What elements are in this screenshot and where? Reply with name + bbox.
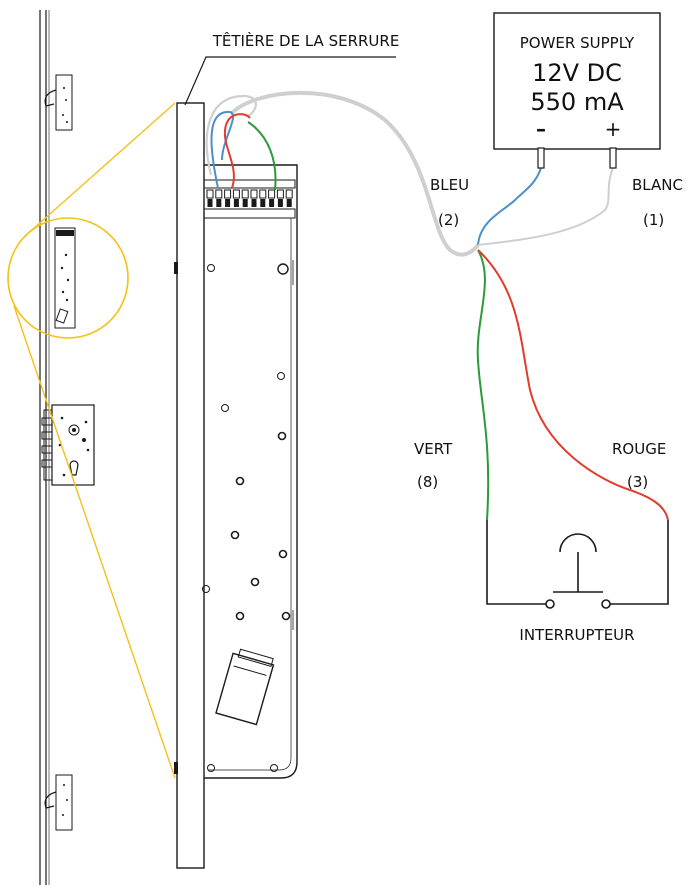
- power-supply-voltage: 12V DC: [532, 59, 622, 87]
- terminal-cell: [259, 189, 267, 199]
- terminal-cell: [241, 189, 249, 199]
- terminal-screw: [269, 199, 275, 207]
- terminal-screw: [225, 199, 231, 207]
- wire-name-red: ROUGE: [612, 440, 666, 458]
- terminal-screw: [233, 199, 239, 207]
- power-supply-box: POWER SUPPLY 12V DC 550 mA – +: [493, 12, 661, 169]
- terminal-cell: [206, 189, 214, 199]
- lock-case: [202, 164, 298, 779]
- terminal-screw: [216, 199, 222, 207]
- main-lock-body: [41, 404, 95, 486]
- faceplate-title: TÊTIÈRE DE LA SERRURE: [212, 31, 400, 50]
- terminal-block: [203, 179, 296, 219]
- terminal-screw: [277, 199, 283, 207]
- minus-terminal-label: –: [536, 117, 546, 141]
- minus-terminal: [537, 147, 545, 169]
- green-wire-lock: [247, 121, 277, 191]
- terminal-cell: [268, 189, 276, 199]
- red-wire-switch: [477, 249, 669, 521]
- green-wire-switch: [476, 249, 490, 521]
- terminal-cell: [232, 189, 240, 199]
- white-wire-cable: [230, 90, 480, 257]
- wires: [205, 90, 669, 521]
- switch-contact-left: [545, 599, 555, 609]
- red-wire-lock: [223, 113, 251, 189]
- wire-name-blue: BLEU: [430, 176, 469, 194]
- terminal-cell: [250, 189, 258, 199]
- switch-label: INTERRUPTEUR: [519, 626, 634, 644]
- lower-hook-bolt: [44, 774, 73, 831]
- wire-number-white: (1): [643, 211, 664, 229]
- magnifier-callout: [7, 102, 176, 779]
- terminal-cell: [285, 189, 293, 199]
- white-wire-supply: [477, 167, 614, 246]
- terminal-screw: [242, 199, 248, 207]
- electronic-module-small: [54, 227, 76, 329]
- faceplate-leader: [184, 56, 396, 106]
- blue-wire-supply: [477, 167, 542, 246]
- terminal-screw: [286, 199, 292, 207]
- door-profile: [39, 10, 50, 885]
- plus-terminal-label: +: [605, 117, 622, 141]
- power-supply-title: POWER SUPPLY: [520, 34, 635, 52]
- power-supply-current: 550 mA: [530, 88, 624, 116]
- switch-contact-right: [601, 599, 611, 609]
- terminal-screw: [207, 199, 213, 207]
- white-wire-top: [205, 94, 257, 176]
- wire-name-green: VERT: [414, 440, 453, 458]
- switch-symbol: [486, 520, 669, 609]
- plus-terminal: [609, 147, 617, 169]
- terminal-cell: [215, 189, 223, 199]
- wire-name-white: BLANC: [632, 176, 683, 194]
- terminal-screw: [260, 199, 266, 207]
- battery-pack: [215, 648, 275, 726]
- wire-number-red: (3): [627, 473, 648, 491]
- terminal-screw: [251, 199, 257, 207]
- lock-faceplate: [174, 102, 205, 869]
- terminal-cell: [276, 189, 284, 199]
- wire-number-green: (8): [417, 473, 438, 491]
- blue-wire-lock: [210, 110, 234, 189]
- wire-number-blue: (2): [438, 211, 459, 229]
- terminal-cell: [224, 189, 232, 199]
- upper-hook-bolt: [44, 74, 73, 131]
